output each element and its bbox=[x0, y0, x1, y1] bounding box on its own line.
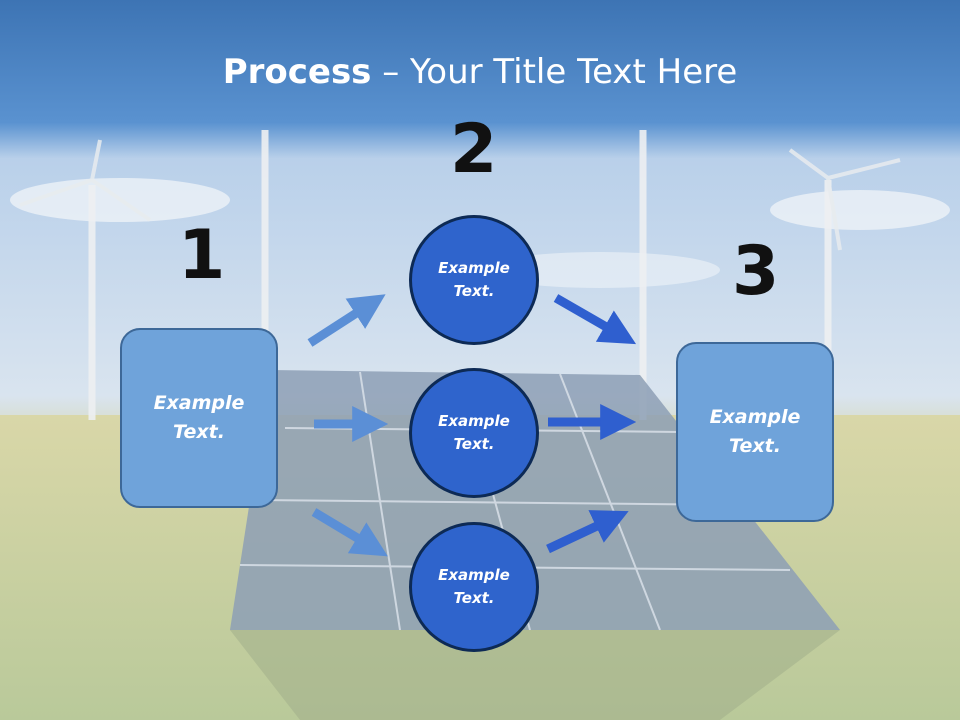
right-box-line2: Text. bbox=[729, 435, 781, 457]
left-box-line2: Text. bbox=[173, 421, 225, 443]
circle-middle-line2: Text. bbox=[453, 435, 495, 453]
step-number-1: 1 bbox=[178, 216, 226, 295]
slide-title: Process – Your Title Text Here bbox=[0, 52, 960, 92]
step-number-2: 2 bbox=[450, 110, 498, 189]
circle-bottom-line1: Example bbox=[438, 566, 510, 584]
left-box-line1: Example bbox=[153, 392, 245, 414]
right-box-line1: Example bbox=[709, 406, 801, 428]
circle-bottom-line2: Text. bbox=[453, 589, 495, 607]
circle-top-line1: Example bbox=[438, 259, 510, 277]
circle-top-line2: Text. bbox=[453, 282, 495, 300]
title-rest: – Your Title Text Here bbox=[371, 52, 738, 92]
step-number-3: 3 bbox=[732, 232, 780, 311]
circle-middle-line1: Example bbox=[438, 412, 510, 430]
title-bold: Process bbox=[222, 52, 372, 92]
